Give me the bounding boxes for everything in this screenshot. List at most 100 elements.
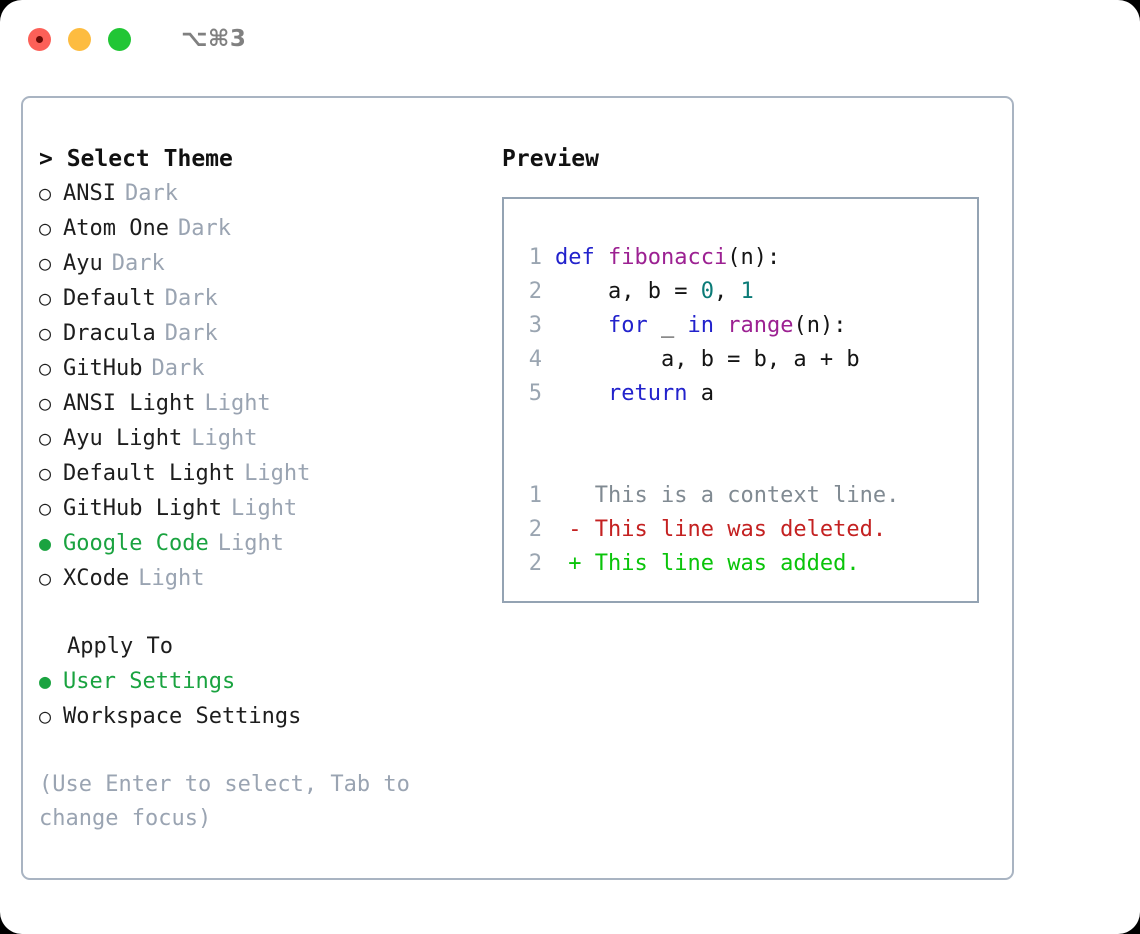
diff-sign [555,479,595,513]
radio-unselected-icon: ○ [39,216,52,240]
keyboard-shortcut-badge: ⌥⌘3 [181,26,247,52]
code-token-num: 0 [700,279,714,304]
theme-kind-badge: Light [191,426,258,451]
diff-line: 1 This is a context line. [514,479,977,513]
diff-sample: 1 This is a context line. 2 - This line w… [514,479,977,581]
theme-option-label: Ayu Light [63,426,183,451]
radio-unselected-icon: ○ [39,461,52,485]
theme-kind-badge: Light [230,496,298,521]
diff-line-text: This is a context line. [594,483,900,508]
code-blank-separator [514,411,977,445]
code-blank-separator-2 [514,445,977,479]
theme-option-default-light[interactable]: ○ Default Light Light [39,456,479,491]
theme-option-label: ANSI Light [63,391,196,416]
radio-unselected-icon: ○ [39,566,52,590]
radio-unselected-icon: ○ [39,391,52,415]
theme-option-atom-one[interactable]: ○ Atom One Dark [39,211,479,246]
code-line: 2 a, b = 0, 1 [514,275,977,309]
theme-option-label: Default [63,286,156,311]
apply-option-label: Workspace Settings [63,704,302,729]
code-line: 3 for _ in range(n): [514,309,977,343]
code-line-number: 5 [528,381,542,406]
theme-option-label: ANSI [63,181,116,206]
code-line-text: for _ in range(n): [555,309,846,343]
theme-option-label: GitHub [63,356,143,381]
theme-option-ansi[interactable]: ○ ANSI Dark [39,176,479,211]
diff-line-number: 2 [528,551,542,576]
close-window-button[interactable] [28,27,51,51]
theme-option-label: GitHub Light [63,496,222,521]
theme-option-xcode[interactable]: ○ XCode Light [39,561,479,596]
apply-to-option-list[interactable]: ● User Settings ○ Workspace Settings [39,664,479,734]
code-token-pl: (n): [727,245,781,270]
code-line-text: a, b = b, a + b [555,343,860,377]
apply-to-block: Apply To ● User Settings ○ Workspace Settin… [39,630,479,734]
minimize-window-button[interactable] [68,27,91,51]
theme-option-label: Google Code [63,531,209,556]
theme-kind-badge: Dark [111,251,165,276]
diff-line-text: This line was added. [594,551,860,576]
code-line: 1 def fibonacci(n): [514,241,977,275]
code-line-text: a, b = 0, 1 [555,275,754,309]
apply-option-user-settings[interactable]: ● User Settings [39,664,479,699]
theme-kind-badge: Dark [151,356,205,381]
theme-kind-badge: Light [204,391,271,416]
theme-option-label: Atom One [63,216,169,241]
theme-kind-badge: Light [138,566,205,591]
code-line-text: return a [555,377,714,411]
theme-option-ayu-light[interactable]: ○ Ayu Light Light [39,421,479,456]
theme-option-default[interactable]: ○ Default Dark [39,281,479,316]
select-theme-heading: > Select Theme [39,146,233,172]
apply-to-heading: Apply To [67,634,173,659]
theme-kind-badge: Dark [177,216,231,241]
theme-option-label: Default Light [63,461,236,486]
diff-sign: + [555,551,595,576]
code-line: 4 a, b = b, a + b [514,343,977,377]
code-token-pl: _ [647,313,688,338]
code-token-kw: def [555,245,608,270]
radio-selected-icon: ● [39,531,52,555]
code-line-text: def fibonacci(n): [555,241,780,275]
title-bar: ⌥⌘3 [0,0,1140,78]
theme-kind-badge: Light [244,461,311,486]
code-line: 5 return a [514,377,977,411]
radio-selected-icon: ● [39,669,52,693]
code-line-number: 1 [528,245,542,270]
radio-unselected-icon: ○ [39,286,52,310]
diff-sign: - [555,517,595,542]
theme-kind-badge: Dark [164,286,218,311]
theme-option-label: XCode [63,566,130,591]
code-token-pl: a, b = b, a + b [555,347,860,372]
code-token-fn: range [727,313,794,338]
theme-kind-badge: Dark [164,321,218,346]
radio-unselected-icon: ○ [39,704,52,728]
preview-heading: Preview [502,146,599,172]
maximize-window-button[interactable] [108,27,131,51]
code-line-number: 2 [528,279,542,304]
code-token-num: 1 [740,279,754,304]
apply-option-label: User Settings [63,669,236,694]
radio-unselected-icon: ○ [39,251,52,275]
code-token-kw: for [607,313,648,338]
code-token-pl [555,313,608,338]
apply-option-workspace-settings[interactable]: ○ Workspace Settings [39,699,479,734]
code-token-pl: (n): [793,313,847,338]
radio-unselected-icon: ○ [39,181,52,205]
code-token-kw: in [687,313,714,338]
theme-option-ansi-light[interactable]: ○ ANSI Light Light [39,386,479,421]
code-token-pl: a, b = [555,279,701,304]
theme-kind-badge: Dark [124,181,178,206]
diff-line-number: 1 [528,483,542,508]
radio-unselected-icon: ○ [39,426,52,450]
